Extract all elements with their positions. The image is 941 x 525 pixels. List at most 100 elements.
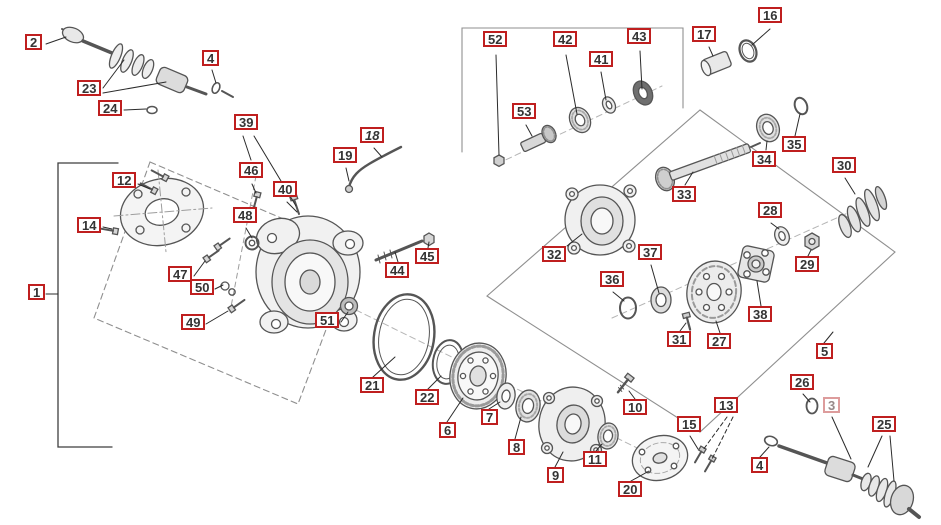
part-label-10[interactable]: 10: [623, 399, 648, 415]
part-label-2[interactable]: 2: [25, 34, 43, 50]
part-label-7[interactable]: 7: [481, 409, 499, 425]
stud-bolt-drawing: [374, 232, 435, 264]
pinion-shaft-group-drawing: [493, 80, 654, 168]
part-label-40[interactable]: 40: [273, 181, 298, 197]
rotor-27-drawing: [686, 260, 742, 324]
group-outline-boxes: [93, 27, 896, 433]
part-label-16[interactable]: 16: [758, 7, 783, 23]
part-label-11[interactable]: 11: [583, 451, 607, 467]
nut-29-drawing: [804, 232, 820, 251]
part-label-29[interactable]: 29: [795, 256, 820, 272]
collar-37-drawing: [650, 286, 672, 314]
snap-ring-4-drawing: [211, 81, 221, 95]
o-ring-36-drawing: [619, 296, 637, 320]
part-label-37[interactable]: 37: [638, 244, 663, 260]
part-label-45[interactable]: 45: [415, 248, 440, 264]
output-shaft-drawing: [654, 142, 761, 192]
oil-seal-drawing: [339, 296, 359, 316]
o-ring-26-drawing: [805, 397, 819, 415]
part-label-43[interactable]: 43: [627, 28, 652, 44]
part-label-8[interactable]: 8: [508, 439, 526, 455]
pinion-group-box: [461, 27, 684, 153]
part-label-51[interactable]: 51: [315, 312, 340, 328]
bearing-8-drawing: [515, 389, 541, 423]
part-label-31[interactable]: 31: [667, 331, 692, 347]
part-label-14[interactable]: 14: [77, 217, 102, 233]
part-label-19[interactable]: 19: [333, 147, 358, 163]
o-ring-large-drawing: [372, 293, 436, 381]
part-label-46[interactable]: 46: [239, 162, 264, 178]
part-label-4[interactable]: 4: [202, 50, 220, 66]
part-label-12[interactable]: 12: [112, 172, 137, 188]
part-label-44[interactable]: 44: [385, 262, 410, 278]
leader-lines: [45, 28, 895, 482]
spacer-oring-drawing: [700, 39, 758, 77]
part-label-38[interactable]: 38: [748, 306, 773, 322]
boot-30-drawing: [838, 185, 888, 239]
part-label-22[interactable]: 22: [415, 389, 440, 405]
washer-4b-drawing: [763, 435, 779, 447]
part-label-30[interactable]: 30: [832, 157, 857, 173]
part-label-50[interactable]: 50: [190, 279, 215, 295]
cover-plate-drawing: [631, 434, 689, 482]
bearing-11-drawing: [597, 422, 619, 450]
part-label-36[interactable]: 36: [600, 271, 625, 287]
part-label-3[interactable]: 3: [823, 397, 841, 413]
part-label-34[interactable]: 34: [752, 151, 777, 167]
yoke-38-drawing: [737, 245, 775, 283]
right-group-box: [486, 109, 896, 433]
part-label-13[interactable]: 13: [714, 397, 739, 413]
case-bolts-drawing: [202, 175, 262, 314]
snap-ring-35-drawing: [793, 96, 809, 116]
part-label-48[interactable]: 48: [233, 207, 258, 223]
part-label-47[interactable]: 47: [168, 266, 193, 282]
part-label-1[interactable]: 1: [28, 284, 46, 300]
pinion-nut-52-drawing: [493, 154, 505, 168]
gear-case-drawing: [255, 193, 364, 334]
part-label-4b[interactable]: 4: [751, 457, 769, 473]
part-label-49[interactable]: 49: [181, 314, 206, 330]
part-label-24[interactable]: 24: [98, 100, 123, 116]
thrust-washer-drawing: [496, 382, 516, 410]
breather-hose-drawing: [344, 145, 403, 194]
nut-45-drawing: [423, 232, 435, 247]
part-label-25[interactable]: 25: [872, 416, 897, 432]
part-label-21[interactable]: 21: [360, 377, 385, 393]
part-label-28[interactable]: 28: [758, 202, 783, 218]
o-ring-16-drawing: [738, 39, 758, 63]
pinion-housing-drawing: [564, 184, 637, 256]
bolt-31-drawing: [681, 311, 692, 331]
part-label-18[interactable]: 18: [360, 127, 385, 143]
washer-28-drawing: [774, 226, 790, 246]
part-label-23[interactable]: 23: [77, 80, 102, 96]
bracket-1: [57, 162, 119, 448]
part-label-35[interactable]: 35: [782, 136, 807, 152]
part-label-6[interactable]: 6: [439, 422, 457, 438]
part-label-5[interactable]: 5: [816, 343, 834, 359]
part-label-26[interactable]: 26: [790, 374, 815, 390]
flange-bolts-drawing: [99, 169, 170, 236]
mount-flange-drawing: [113, 169, 213, 253]
part-label-53[interactable]: 53: [512, 103, 537, 119]
part-label-41[interactable]: 41: [589, 51, 614, 67]
part-label-42[interactable]: 42: [553, 31, 578, 47]
o-ring-24-drawing: [146, 105, 158, 115]
part-label-32[interactable]: 32: [542, 246, 567, 262]
stud-40-drawing: [293, 198, 300, 215]
part-label-17[interactable]: 17: [692, 26, 717, 42]
part-label-15[interactable]: 15: [677, 416, 702, 432]
front-cv-axle-drawing: [61, 26, 234, 115]
part-label-52[interactable]: 52: [483, 31, 508, 47]
part-label-9[interactable]: 9: [547, 467, 565, 483]
part-label-27[interactable]: 27: [707, 333, 732, 349]
part-label-33[interactable]: 33: [672, 186, 697, 202]
cover-plate-bolts-drawing: [694, 445, 717, 473]
part-label-39[interactable]: 39: [234, 114, 259, 130]
cover-bolt-drawing: [616, 372, 635, 394]
rear-cv-axle-drawing: [763, 435, 921, 519]
part-label-20[interactable]: 20: [618, 481, 643, 497]
bearing-34-drawing: [755, 113, 781, 143]
